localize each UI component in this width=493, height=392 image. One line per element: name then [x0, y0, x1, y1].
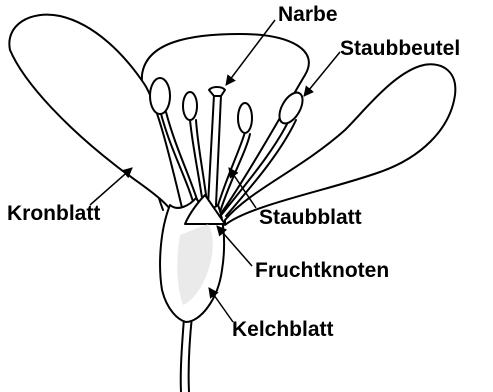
label-fruchtknoten: Fruchtknoten [255, 260, 389, 281]
pointer-narbe [226, 20, 275, 85]
label-staubblatt: Staubblatt [259, 207, 362, 228]
style [208, 95, 221, 205]
label-kronblatt: Kronblatt [7, 203, 100, 224]
pointer-staubbeutel [304, 52, 340, 96]
pointer-kronblatt [90, 168, 132, 205]
right-petal [225, 64, 455, 225]
label-staubbeutel: Staubbeutel [340, 38, 460, 59]
stem [181, 318, 184, 392]
anther-2 [183, 92, 197, 120]
label-narbe: Narbe [278, 4, 338, 25]
left-petal [9, 15, 185, 225]
stigma [209, 87, 225, 96]
anther-3 [238, 103, 252, 133]
stem-inner [189, 316, 192, 392]
anther-4 [275, 89, 308, 127]
pointer-kelchblatt [209, 288, 233, 322]
label-kelchblatt: Kelchblatt [232, 319, 334, 340]
anther-1 [150, 78, 170, 114]
